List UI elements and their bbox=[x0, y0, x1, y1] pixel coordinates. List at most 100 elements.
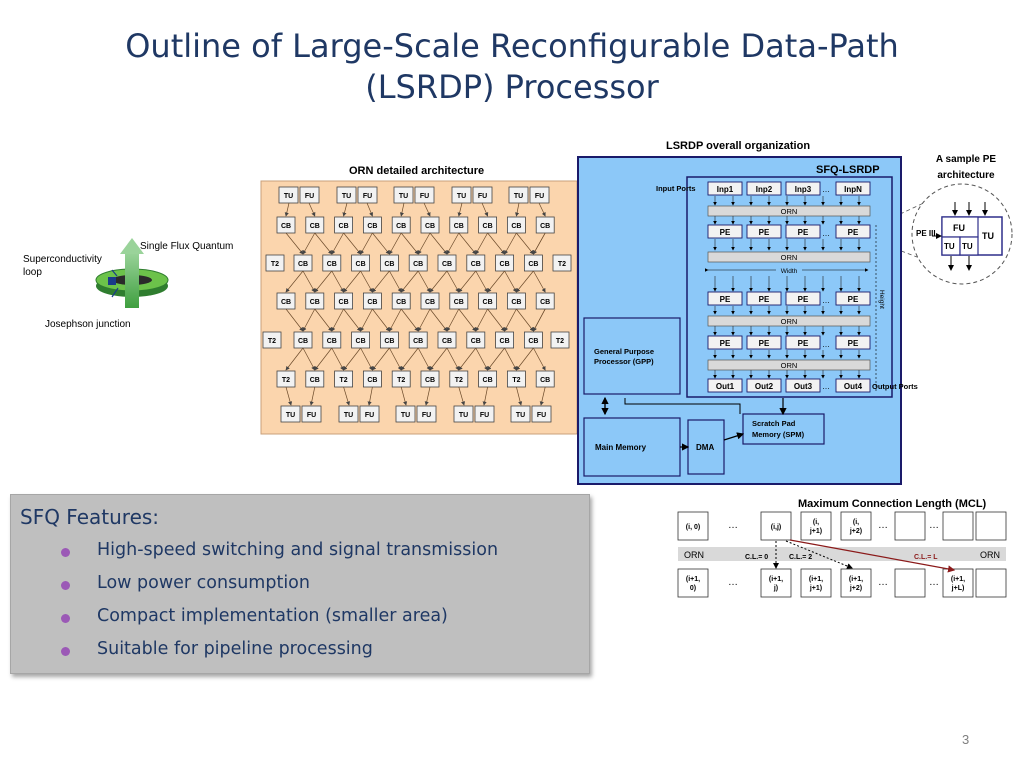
orn-t2: T2 bbox=[556, 338, 564, 345]
orn-link bbox=[366, 202, 373, 217]
orn-link bbox=[400, 347, 419, 371]
input-port-4-box bbox=[835, 181, 871, 196]
loop-label-2: loop bbox=[23, 267, 42, 278]
orn-link bbox=[389, 270, 402, 293]
orn-link bbox=[309, 386, 316, 406]
pe-sample-title-1: A sample PE bbox=[936, 154, 997, 165]
orn-link bbox=[285, 347, 304, 371]
pe-sample-tu-1: TU bbox=[944, 242, 955, 251]
orn-link bbox=[371, 270, 390, 293]
sfq-features-box: SFQ Features: High-speed switching and s… bbox=[10, 494, 590, 674]
josephson-junction-icon bbox=[108, 277, 116, 285]
orn-tu: TU bbox=[516, 412, 525, 419]
mcl-ellipsis: … bbox=[728, 577, 738, 588]
mcl-top-cell: (i, bbox=[853, 519, 859, 526]
orn-link bbox=[482, 386, 488, 406]
orn-tu: TU bbox=[342, 193, 351, 200]
pe-sample-label: PE III bbox=[916, 229, 936, 238]
orn-tu-box bbox=[280, 405, 301, 423]
orn-fu-box bbox=[531, 405, 552, 423]
sfq-device: Single Flux Quantum Superconductivity lo… bbox=[23, 238, 233, 330]
orn-link bbox=[360, 308, 373, 332]
mcl-top-cell: (i, 0) bbox=[686, 524, 700, 531]
bullet-icon bbox=[61, 614, 70, 623]
pe-unit-box bbox=[707, 291, 743, 306]
orn-link bbox=[516, 232, 534, 255]
orn-fu-box bbox=[474, 405, 495, 423]
mcl-ellipsis: … bbox=[878, 577, 888, 588]
orn-t2: T2 bbox=[271, 261, 279, 268]
pe-unit-box bbox=[835, 224, 871, 239]
orn-link bbox=[417, 270, 431, 293]
output-port-4: Out4 bbox=[844, 382, 863, 391]
pe-unit-box bbox=[746, 291, 782, 306]
orn-fu: FU bbox=[307, 412, 316, 419]
orn-cb: CB bbox=[528, 261, 538, 268]
mcl-empty-cell bbox=[975, 568, 1007, 598]
pe-sample-tu-2: TU bbox=[962, 242, 973, 251]
orn-cb: CB bbox=[471, 338, 481, 345]
orn-bar bbox=[707, 205, 871, 217]
mcl-bottom-cell: 0) bbox=[690, 585, 696, 592]
mcl-bottom-cell: (i+1, bbox=[809, 576, 823, 583]
orn-title: ORN detailed architecture bbox=[349, 165, 484, 177]
orn-tu-box bbox=[453, 405, 474, 423]
width-label: Width bbox=[781, 268, 798, 275]
orn-fu-box bbox=[301, 405, 322, 423]
orn-link bbox=[285, 232, 304, 255]
orn-tu-box bbox=[393, 186, 414, 204]
orn-link bbox=[487, 308, 506, 332]
orn-t2-box bbox=[552, 254, 572, 272]
orn-link bbox=[504, 347, 517, 371]
pe-sample-title-2: architecture bbox=[937, 170, 995, 181]
spm-label-2: Memory (SPM) bbox=[752, 430, 805, 439]
ellipsis: … bbox=[822, 382, 830, 391]
orn-cb: CB bbox=[367, 223, 377, 230]
feature-item-1: High-speed switching and signal transmis… bbox=[97, 540, 499, 560]
orn-tu-box bbox=[451, 186, 472, 204]
orn-link bbox=[389, 308, 402, 332]
ellipsis: … bbox=[822, 185, 830, 194]
pe-unit: PE bbox=[798, 228, 809, 237]
input-port-1-box bbox=[707, 181, 743, 196]
pe-unit-box bbox=[707, 224, 743, 239]
mcl-bottom-cell: (i+1, bbox=[951, 576, 965, 583]
page-number: 3 bbox=[962, 732, 970, 747]
orn-cb: CB bbox=[413, 338, 423, 345]
orn-link bbox=[360, 347, 373, 371]
orn-link bbox=[399, 202, 405, 217]
orn-cb: CB bbox=[413, 261, 423, 268]
mcl-cells: (i, 0)…(i,j)(i,j+1)(i,j+2)……(i+1,0)…(i+1… bbox=[677, 511, 1007, 598]
ellipsis: … bbox=[822, 340, 830, 349]
output-port-1: Out1 bbox=[716, 382, 735, 391]
mcl-title: Maximum Connection Length (MCL) bbox=[798, 498, 987, 510]
orn-link bbox=[284, 202, 290, 217]
dma-label: DMA bbox=[696, 443, 714, 452]
orn-link bbox=[446, 232, 460, 255]
spm-label-1: Scratch Pad bbox=[752, 419, 796, 428]
mcl-bottom-cell: j+L) bbox=[951, 585, 965, 592]
orn-t2: T2 bbox=[340, 377, 348, 384]
dma-box bbox=[687, 419, 725, 475]
orn-cb: CB bbox=[339, 223, 349, 230]
orn-tu: TU bbox=[459, 412, 468, 419]
mcl-bottom-cell: (i+1, bbox=[769, 576, 783, 583]
mcl-bottom-cell-box bbox=[942, 568, 974, 598]
orn-t2: T2 bbox=[512, 377, 520, 384]
output-port-3: Out3 bbox=[794, 382, 813, 391]
orn-link bbox=[389, 347, 402, 371]
pe-unit: PE bbox=[720, 295, 731, 304]
orn-cb: CB bbox=[442, 261, 452, 268]
feature-item-3: Compact implementation (smaller area) bbox=[97, 606, 448, 626]
orn-t2: T2 bbox=[282, 377, 290, 384]
orn-link bbox=[331, 232, 344, 255]
bullet-icon bbox=[61, 647, 70, 656]
orn-bar bbox=[707, 359, 871, 371]
orn-cb: CB bbox=[356, 261, 366, 268]
orn-cb: CB bbox=[425, 223, 435, 230]
orn-link bbox=[487, 270, 505, 293]
orn-link bbox=[302, 270, 316, 293]
orn-fu: FU bbox=[363, 193, 372, 200]
